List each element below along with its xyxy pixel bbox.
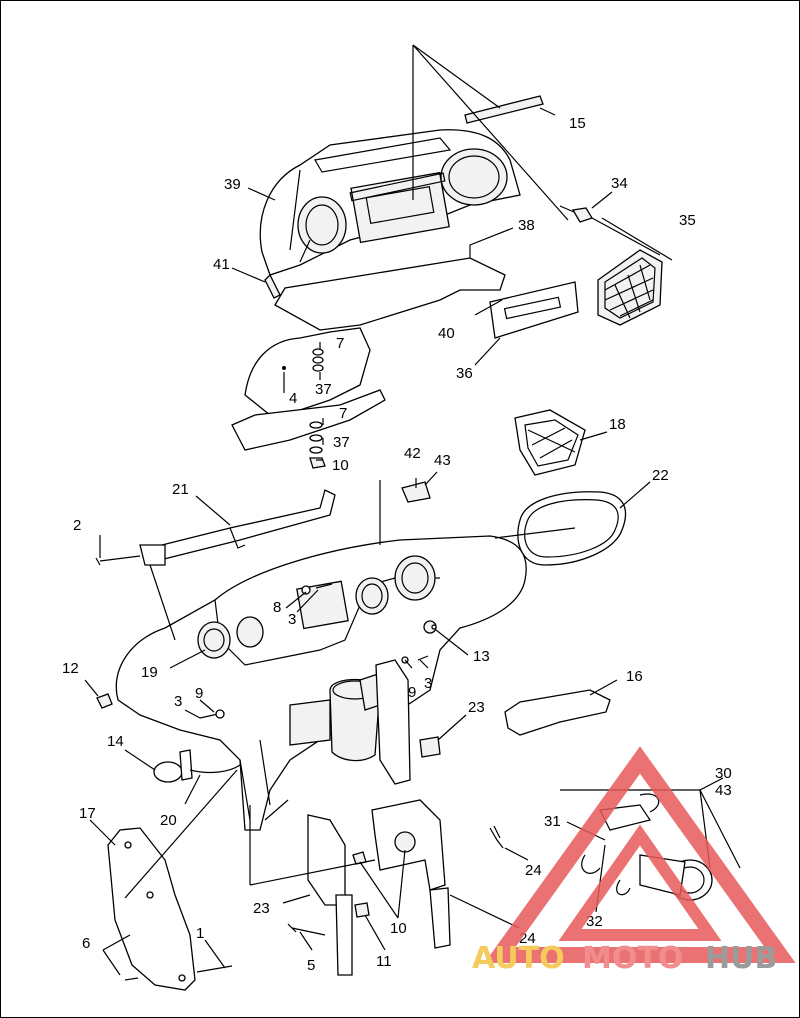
small-hardware: [199, 583, 437, 719]
callout-42: 42: [404, 445, 421, 462]
watermark-auto: AUTO: [472, 941, 565, 976]
watermark-triangle-inner: [558, 824, 722, 941]
callout-4: 4: [289, 390, 297, 407]
callout-12: 12: [62, 660, 79, 677]
inner-fairing-bezel: [259, 129, 521, 276]
plate-23-tab: [335, 894, 353, 976]
callout-35: 36: [456, 365, 473, 382]
callout-37: 38: [518, 217, 535, 234]
callout-5: 5: [307, 957, 315, 974]
callout-18: 18: [609, 416, 626, 433]
callout-17: 17: [79, 805, 96, 822]
screw-5: [287, 923, 326, 936]
callout-16: 16: [626, 668, 643, 685]
callout-6: 6: [82, 935, 90, 952]
callout-10b: 10: [390, 920, 407, 937]
screw-2: [95, 555, 141, 566]
callout-39: 40: [438, 325, 455, 342]
callout-1: 1: [196, 925, 204, 942]
speaker-grille: [597, 249, 663, 326]
clip-20: [179, 749, 193, 781]
lower-shelf: [231, 389, 386, 451]
callout-3b: 3: [174, 693, 182, 710]
connector-41: [401, 481, 431, 503]
hose-20: [189, 764, 241, 774]
front-bracket-24: [371, 659, 451, 949]
callout-28: 23: [468, 699, 485, 716]
callout-25: 24: [525, 862, 542, 879]
screw-1: [196, 965, 233, 973]
mount-bracket-21: [139, 489, 336, 566]
callout-40: 41: [213, 256, 230, 273]
callout-22: 22: [652, 467, 669, 484]
side-bracket-17: [107, 827, 196, 991]
outer-fairing: [115, 535, 527, 831]
automotohub-watermark: AUTO MOTO HUB: [472, 746, 796, 976]
callout-labels: 15 34 35 39 38 41 40 36 7 37 4 7 37 10 4…: [62, 115, 732, 974]
callout-34: 35: [679, 212, 696, 229]
clip-40: [264, 273, 281, 299]
callout-14: 14: [107, 733, 124, 750]
callout-41: 43: [434, 452, 451, 469]
callout-36a: 37: [315, 381, 332, 398]
callout-8: 8: [273, 599, 281, 616]
callout-15: 15: [569, 115, 586, 132]
callout-21: 21: [172, 481, 189, 498]
screw-6: [124, 977, 139, 981]
mounting-plate: [274, 257, 506, 331]
watermark-triangle-outer: [484, 746, 796, 963]
support-bracket: [244, 327, 371, 416]
callout-9b: 9: [408, 684, 416, 701]
callout-20: 20: [160, 812, 177, 829]
callout-11: 11: [376, 953, 392, 970]
callout-10a: 10: [332, 457, 349, 474]
callout-36b: 37: [333, 434, 350, 451]
callout-9a: 9: [195, 685, 203, 702]
screw-33: [559, 205, 593, 223]
bracket-16: [504, 689, 611, 736]
callout-30: 30: [715, 765, 732, 782]
grommet-12: [96, 693, 113, 709]
callout-3c: 3: [424, 675, 432, 692]
plate-23: [307, 814, 346, 906]
fastener-stack-upper: [282, 348, 326, 469]
callout-13: 13: [473, 648, 490, 665]
watermark-moto: MOTO: [582, 941, 683, 976]
callout-31: 31: [544, 813, 561, 830]
nut-11: [354, 902, 370, 918]
callout-38: 39: [224, 176, 241, 193]
callout-7a: 7: [336, 335, 344, 352]
callout-2: 2: [73, 517, 81, 534]
callout-33: 34: [611, 175, 628, 192]
gasket-strip: [464, 95, 544, 124]
speaker-gasket-18: [514, 409, 586, 476]
callout-23: 23: [253, 900, 270, 917]
switch-28: [419, 736, 441, 758]
callout-7b: 7: [339, 405, 347, 422]
callout-19: 19: [141, 664, 158, 681]
clamp-14: [153, 761, 183, 783]
watermark-hub: HUB: [705, 941, 777, 976]
radio-bracket: [489, 281, 579, 339]
callout-43: 43: [715, 782, 732, 799]
callout-32: 32: [586, 913, 603, 930]
clip-25: [489, 825, 504, 849]
callout-3a: 3: [288, 611, 296, 628]
